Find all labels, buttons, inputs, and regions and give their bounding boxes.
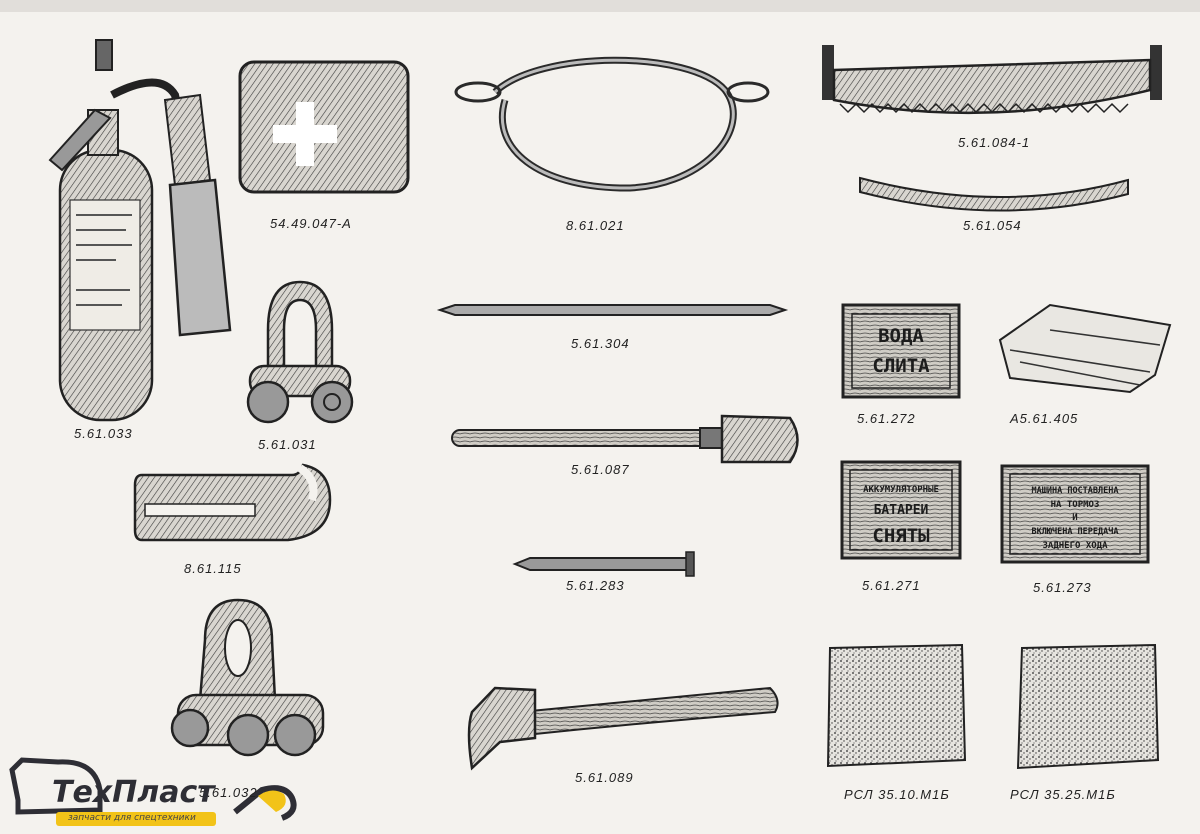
saw-guard-drawing [859,176,1129,212]
plate-machine-line-2: НА ТОРМОЗ [1051,500,1100,510]
plate-water-line-2: СЛИТА [872,355,930,377]
code-shackle: 5.61.031 [258,437,317,452]
code-extinguisher: 5.61.033 [74,426,133,441]
code-rag-1: РСЛ 35.10.М1Б [844,787,950,802]
code-tow-shackle: 5.61.032 [199,785,258,800]
code-rod: 5.61.304 [571,336,630,351]
plate-battery-line-3: СНЯТЫ [872,525,930,547]
code-cloth: А5.61.405 [1010,411,1079,426]
code-plate-water: 5.61.272 [857,411,916,426]
logo-wordmark: ТехПласт [52,775,215,810]
plate-water-drawing: ВОДА СЛИТА [841,303,961,399]
plate-machine-line-3: И [1072,513,1077,523]
code-saw-guard: 5.61.054 [963,218,1022,233]
two-man-saw-drawing [822,45,1162,115]
hook-drawing [133,463,332,542]
code-two-man-saw: 5.61.084-1 [958,135,1031,150]
plate-battery-line-2: БАТАРЕИ [874,503,929,518]
tow-cable-drawing [454,56,770,192]
code-tow-cable: 8.61.021 [566,218,625,233]
rag-1-drawing [826,643,967,768]
first-aid-kit-drawing [238,60,410,194]
plate-machine-line-1: МАШИНА ПОСТАВЛЕНА [1032,486,1119,496]
plate-battery-line-1: АККУМУЛЯТОРНЫЕ [863,485,939,495]
cloth-drawing [998,303,1172,394]
code-hook: 8.61.115 [184,561,242,576]
code-rag-2: РСЛ 35.25.М1Б [1010,787,1116,802]
plate-battery-drawing: АККУМУЛЯТОРНЫЕ БАТАРЕИ СНЯТЫ [840,460,962,560]
shackle-drawing [246,280,354,424]
rag-2-drawing [1016,643,1160,770]
code-shovel: 5.61.087 [571,462,630,477]
shovel-drawing [451,414,799,464]
plate-machine-line-4: ВКЛЮЧЕНА ПЕРЕДАЧА [1032,527,1119,537]
code-pin: 5.61.283 [566,578,625,593]
code-plate-battery: 5.61.271 [862,578,921,593]
logo-mark [9,757,297,826]
code-first-aid-kit: 54.49.047-А [270,216,352,231]
rod-drawing [436,304,789,316]
tow-shackle-drawing [170,598,325,757]
extinguisher-drawing [48,39,232,422]
logo-tagline: запчасти для спецтехники [68,813,196,823]
plate-water-line-1: ВОДА [878,325,924,347]
code-plate-machine: 5.61.273 [1033,580,1092,595]
pin-drawing [512,551,695,577]
plate-machine-line-5: ЗАДНЕГО ХОДА [1042,541,1108,551]
plate-machine-drawing: МАШИНА ПОСТАВЛЕНА НА ТОРМОЗ И ВКЛЮЧЕНА П… [1000,464,1150,564]
code-axe: 5.61.089 [575,770,634,785]
axe-drawing [467,686,779,771]
